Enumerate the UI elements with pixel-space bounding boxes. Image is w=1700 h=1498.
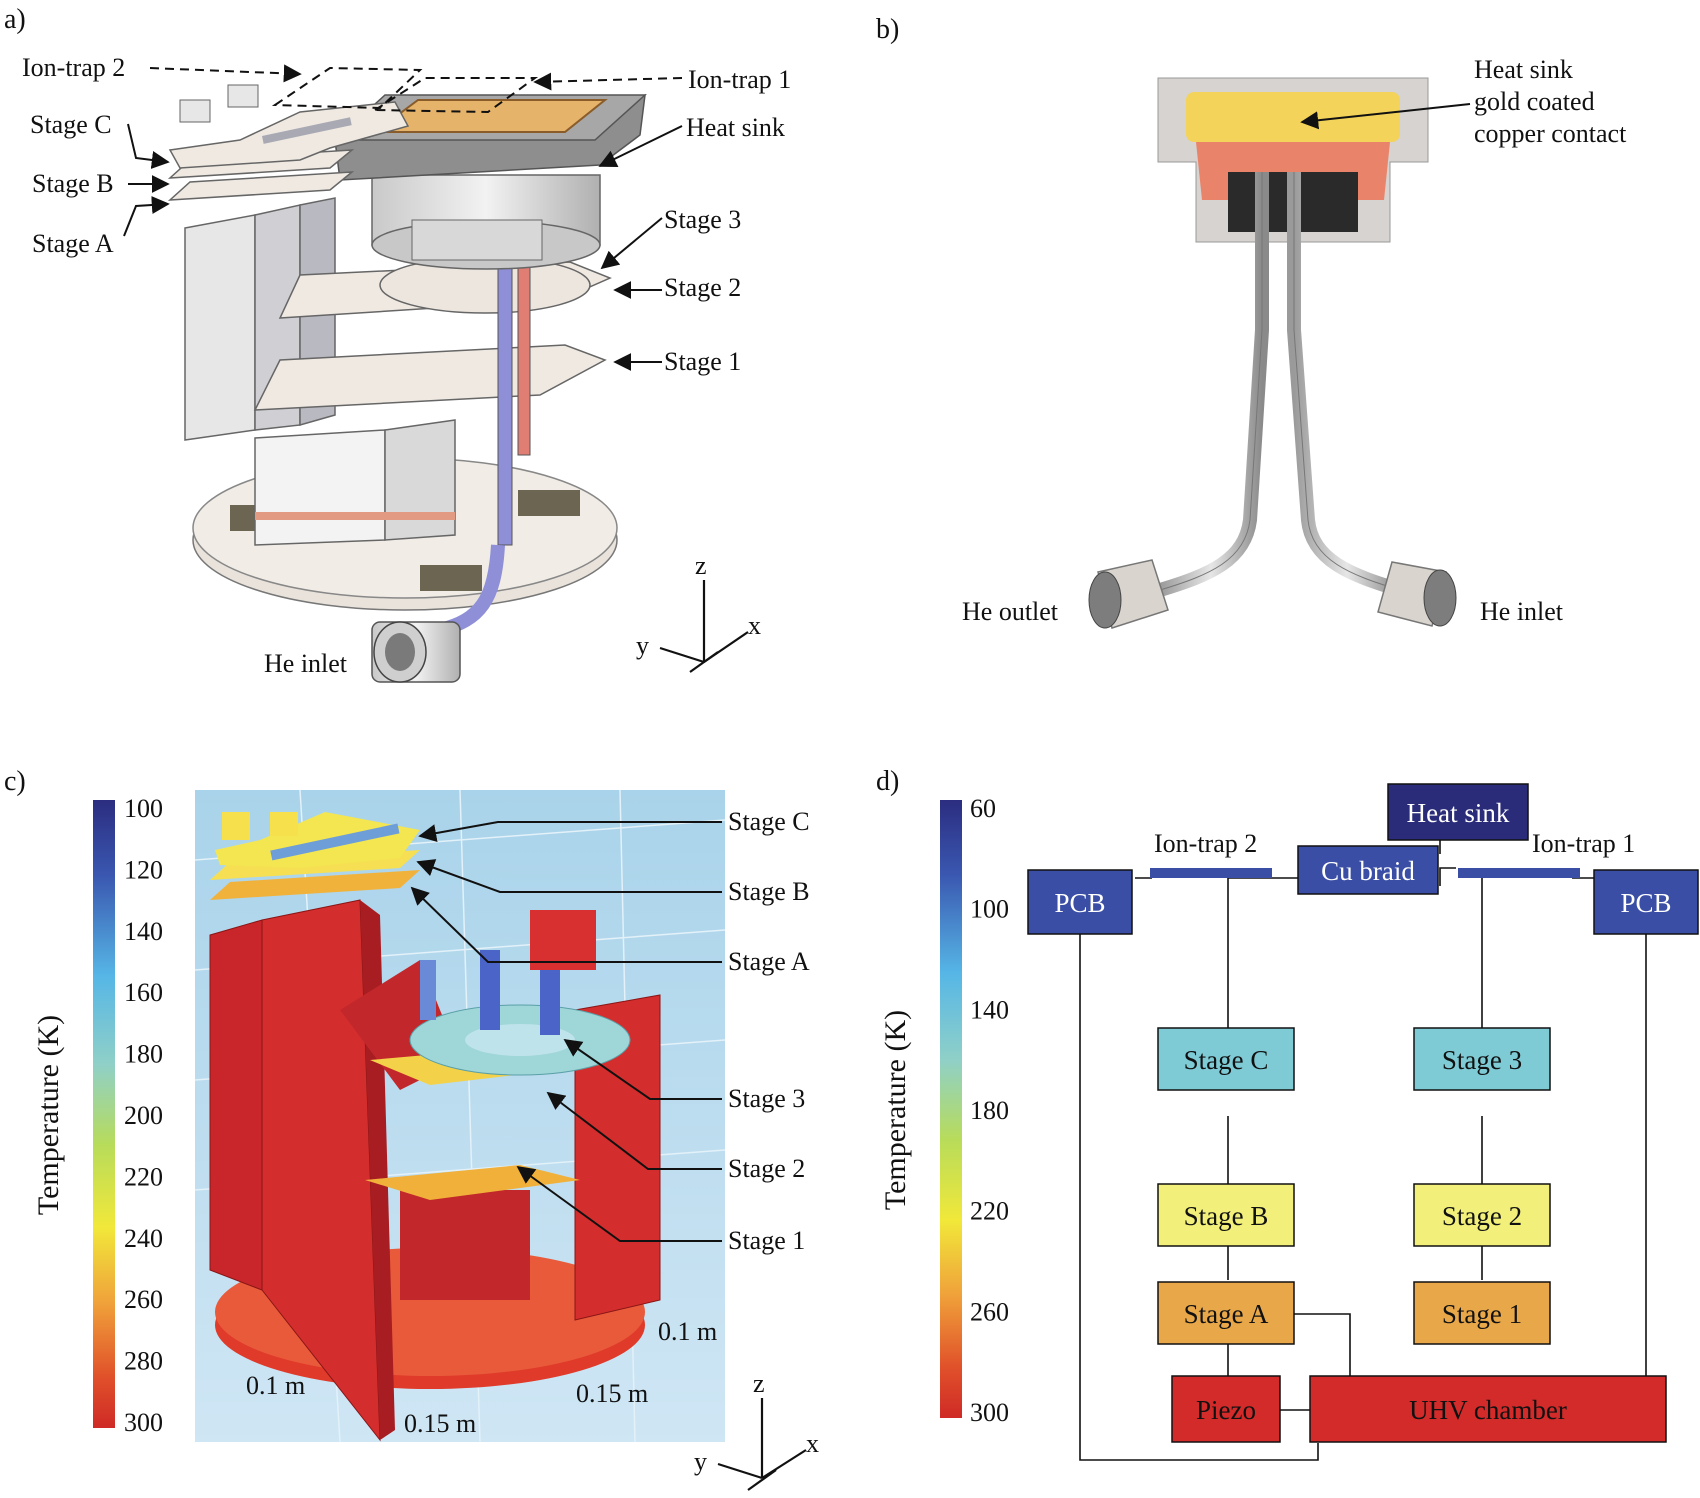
colorbar-c-tick-160: 160 xyxy=(124,978,163,1007)
label-heat-sink-b-2: gold coated xyxy=(1474,87,1595,116)
box-heat-sink-label: Heat sink xyxy=(1407,798,1510,828)
colorbar-c-tick-280: 280 xyxy=(124,1347,163,1376)
box-stage-c-label: Stage C xyxy=(1184,1045,1269,1075)
colorbar-d-tick-100: 100 xyxy=(970,895,1009,924)
panel-c-axis-triad: z x y xyxy=(694,1369,819,1491)
colorbar-c-tick-100: 100 xyxy=(124,794,163,823)
axis-z-a: z xyxy=(695,551,707,580)
label-stage-3-c: Stage 3 xyxy=(728,1084,805,1113)
colorbar-ticks-c: 100 120 140 160 180 200 220 240 260 280 300 xyxy=(124,794,163,1437)
colorbar-c-tick-180: 180 xyxy=(124,1040,163,1069)
label-he-outlet-b: He outlet xyxy=(962,597,1059,626)
panel-b-model-drawing xyxy=(1088,77,1457,629)
box-uhv-chamber-label: UHV chamber xyxy=(1409,1395,1567,1425)
panel-a-model-drawing xyxy=(167,84,647,683)
ion-trap-1-bar xyxy=(1458,868,1580,878)
label-heat-sink-b-3: copper contact xyxy=(1474,119,1627,148)
panel-a: a) xyxy=(4,4,791,683)
colorbar-c-tick-200: 200 xyxy=(124,1101,163,1130)
label-stage-3-a: Stage 3 xyxy=(664,205,741,234)
colorbar-c-tick-300: 300 xyxy=(124,1408,163,1437)
colorbar-d-tick-180: 180 xyxy=(970,1096,1009,1125)
box-piezo-label: Piezo xyxy=(1196,1395,1256,1425)
axis-z-c: z xyxy=(753,1369,765,1398)
label-he-inlet-b: He inlet xyxy=(1480,597,1564,626)
dim-0-15m-right: 0.15 m xyxy=(576,1379,648,1408)
box-pcb-left-label: PCB xyxy=(1054,888,1105,918)
colorbar-c-tick-140: 140 xyxy=(124,917,163,946)
label-ion-trap-2-d: Ion-trap 2 xyxy=(1154,829,1257,858)
colorbar-c-tick-240: 240 xyxy=(124,1224,163,1253)
box-pcb-right-label: PCB xyxy=(1620,888,1671,918)
box-uhv-chamber: UHV chamber xyxy=(1309,1375,1667,1443)
panel-c: c) Temperature (K) 100 120 140 160 180 200 220… xyxy=(4,766,819,1491)
colorbar-c xyxy=(93,800,115,1428)
box-stage-1-label: Stage 1 xyxy=(1442,1299,1522,1329)
label-stage-a-a: Stage A xyxy=(32,229,114,258)
label-stage-b-c: Stage B xyxy=(728,877,810,906)
label-he-inlet-a: He inlet xyxy=(264,649,348,678)
colorbar-d xyxy=(940,800,962,1418)
axis-x-a: x xyxy=(748,611,761,640)
box-cu-braid: Cu braid xyxy=(1297,845,1439,895)
label-heat-sink-b-1: Heat sink xyxy=(1474,55,1573,84)
label-stage-a-c: Stage A xyxy=(728,947,810,976)
label-ion-trap-1: Ion-trap 1 xyxy=(688,65,791,94)
box-heat-sink: Heat sink xyxy=(1387,783,1529,841)
label-stage-2-c: Stage 2 xyxy=(728,1154,805,1183)
colorbar-c-tick-220: 220 xyxy=(124,1162,163,1191)
label-stage-1-c: Stage 1 xyxy=(728,1226,805,1255)
box-cu-braid-label: Cu braid xyxy=(1321,856,1415,886)
label-stage-c-c: Stage C xyxy=(728,807,810,836)
panel-a-label: a) xyxy=(4,4,26,35)
colorbar-title-d: Temperature (K) xyxy=(879,1010,912,1210)
label-stage-1-a: Stage 1 xyxy=(664,347,741,376)
panel-d-label: d) xyxy=(876,766,899,797)
block-diagram-connections xyxy=(1079,838,1647,1461)
label-stage-c-a: Stage C xyxy=(30,110,112,139)
panel-a-axis-triad: z x y xyxy=(636,551,761,673)
box-stage-a: Stage A xyxy=(1157,1281,1295,1345)
box-stage-3: Stage 3 xyxy=(1413,1027,1551,1091)
colorbar-d-tick-220: 220 xyxy=(970,1197,1009,1226)
colorbar-d-tick-140: 140 xyxy=(970,995,1009,1024)
dim-0-15m-bottom: 0.15 m xyxy=(404,1409,476,1438)
dim-0-1m-left: 0.1 m xyxy=(246,1371,305,1400)
box-stage-3-label: Stage 3 xyxy=(1442,1045,1522,1075)
colorbar-d-tick-60: 60 xyxy=(970,794,996,823)
axis-y-c: y xyxy=(694,1447,707,1476)
box-stage-a-label: Stage A xyxy=(1184,1299,1269,1329)
colorbar-d-tick-260: 260 xyxy=(970,1297,1009,1326)
box-stage-2-label: Stage 2 xyxy=(1442,1201,1522,1231)
box-stage-b-label: Stage B xyxy=(1184,1201,1269,1231)
box-stage-2: Stage 2 xyxy=(1413,1183,1551,1247)
box-stage-b: Stage B xyxy=(1157,1183,1295,1247)
label-stage-b-a: Stage B xyxy=(32,169,114,198)
label-ion-trap-1-d: Ion-trap 1 xyxy=(1532,829,1635,858)
colorbar-c-tick-260: 260 xyxy=(124,1285,163,1314)
label-ion-trap-2: Ion-trap 2 xyxy=(22,53,125,82)
colorbar-d-tick-300: 300 xyxy=(970,1398,1009,1427)
colorbar-c-tick-120: 120 xyxy=(124,855,163,884)
colorbar-title-c: Temperature (K) xyxy=(32,1015,65,1215)
colorbar-ticks-d: 60 100 140 180 220 260 300 xyxy=(970,794,1009,1427)
panel-d: d) Temperature (K) 60 100 140 180 220 260 300 xyxy=(876,766,1699,1461)
axis-x-c: x xyxy=(806,1429,819,1458)
box-stage-c: Stage C xyxy=(1157,1027,1295,1091)
box-pcb-left: PCB xyxy=(1027,869,1133,935)
label-stage-2-a: Stage 2 xyxy=(664,273,741,302)
box-pcb-right: PCB xyxy=(1593,869,1699,935)
panel-c-label: c) xyxy=(4,766,26,797)
label-heat-sink-a: Heat sink xyxy=(686,113,785,142)
panel-b-label: b) xyxy=(876,14,899,45)
ion-trap-2-bar xyxy=(1150,868,1272,878)
box-stage-1: Stage 1 xyxy=(1413,1281,1551,1345)
box-piezo: Piezo xyxy=(1171,1375,1281,1443)
panel-b: b) Heat sink gold coated copper contact … xyxy=(876,14,1627,629)
axis-y-a: y xyxy=(636,631,649,660)
panel-c-simulation-drawing xyxy=(194,789,726,1443)
dim-0-1m-right: 0.1 m xyxy=(658,1317,717,1346)
